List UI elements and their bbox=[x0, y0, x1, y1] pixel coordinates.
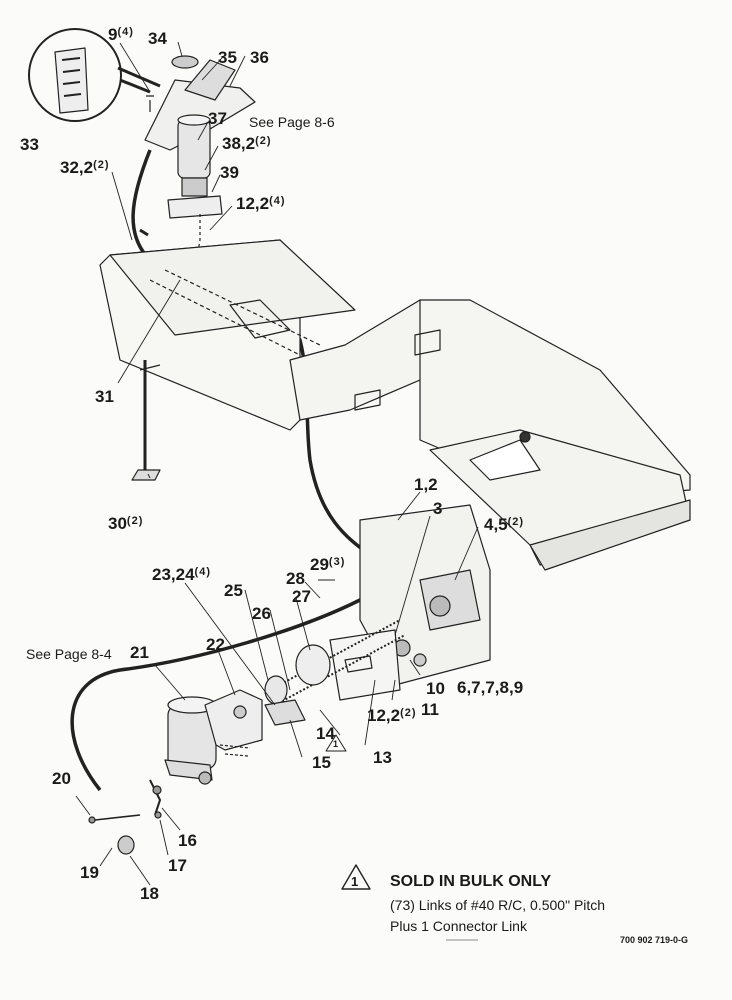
callout-25: 25 bbox=[224, 581, 243, 600]
callout-3: 3 bbox=[433, 499, 443, 518]
note-triangle bbox=[341, 864, 371, 890]
callout-35: 35 bbox=[218, 48, 237, 67]
rod-30 bbox=[131, 360, 161, 481]
document-number: 700 902 719-0-G bbox=[620, 935, 689, 945]
callout-11: 11 bbox=[421, 700, 439, 719]
callout-13: 13 bbox=[373, 748, 392, 767]
note-line-1: (73) Links of #40 R/C, 0.500" Pitch bbox=[390, 897, 606, 913]
reservoir-37 bbox=[167, 114, 223, 219]
callout-1: 1,2 bbox=[414, 475, 438, 494]
callout-29: 29(3) bbox=[310, 555, 346, 574]
callout-18: 18 bbox=[140, 884, 159, 903]
callout-27: 27 bbox=[292, 587, 311, 606]
callout-38: 38,2(2) bbox=[222, 134, 272, 153]
chain-drive bbox=[264, 619, 406, 726]
callout-34: 34 bbox=[148, 29, 167, 48]
page-ref-top: See Page 8-6 bbox=[249, 114, 335, 130]
callout-33: 33 bbox=[20, 135, 39, 154]
callout-32: 32,2(2) bbox=[60, 158, 110, 177]
callout-31: 31 bbox=[95, 387, 114, 406]
page-ref-left: See Page 8-4 bbox=[26, 646, 112, 662]
callout-10: 10 bbox=[426, 679, 445, 698]
fittings bbox=[88, 779, 162, 855]
callout-28: 28 bbox=[286, 569, 305, 588]
callout-20: 20 bbox=[52, 769, 71, 788]
leader-lines bbox=[75, 41, 479, 886]
pump-21 bbox=[164, 689, 263, 785]
callout-12-upper: 12,2(4) bbox=[236, 194, 286, 213]
callout-4: 4,5(2) bbox=[484, 515, 525, 534]
callout-6: 6,7,7,8,9 bbox=[457, 678, 524, 697]
callout-30: 30(2) bbox=[108, 514, 144, 533]
callout-21: 21 bbox=[130, 643, 149, 662]
callout-16: 16 bbox=[178, 831, 197, 850]
callout-17: 17 bbox=[168, 856, 187, 875]
callout-14-marker: 1 bbox=[333, 739, 339, 749]
note-marker: 1 bbox=[351, 874, 359, 889]
callout-14: 14 bbox=[316, 724, 335, 743]
callout-26: 26 bbox=[252, 604, 271, 623]
callout-15: 15 bbox=[312, 753, 331, 772]
callout-9: 9(4) bbox=[108, 25, 134, 44]
callout-36: 36 bbox=[250, 48, 269, 67]
note-title: SOLD IN BULK ONLY bbox=[390, 873, 552, 890]
callout-12-lower: 12,2(2) bbox=[367, 706, 417, 725]
callout-37: 37 bbox=[208, 109, 227, 128]
callout-19: 19 bbox=[80, 863, 99, 882]
callout-14-triangle bbox=[325, 734, 347, 752]
main-frame bbox=[99, 239, 691, 571]
callout-39: 39 bbox=[220, 163, 239, 182]
callout-23: 23,24(4) bbox=[152, 565, 211, 584]
callout-22: 22 bbox=[206, 635, 225, 654]
detail-circle-33 bbox=[28, 28, 161, 122]
note-line-2: Plus 1 Connector Link bbox=[390, 918, 527, 934]
